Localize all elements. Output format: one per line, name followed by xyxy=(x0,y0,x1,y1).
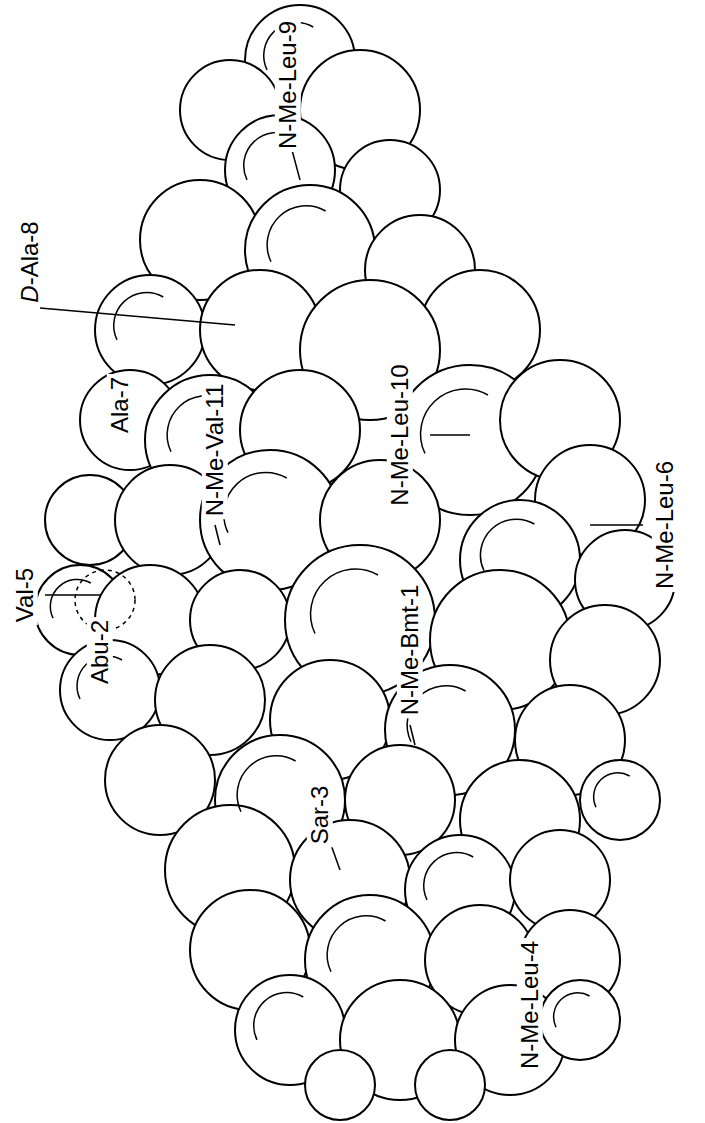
residue-label: N-Me-Val-11 xyxy=(202,381,228,519)
residue-label: N-Me-Leu-10 xyxy=(387,361,413,508)
sphere-contour xyxy=(327,916,385,972)
residue-label: N-Me-Leu-6 xyxy=(652,458,678,592)
leader-line xyxy=(410,725,415,745)
atom-sphere xyxy=(305,1050,375,1120)
leader-line xyxy=(292,150,300,180)
residue-label: Sar-3 xyxy=(307,783,333,848)
leader-line xyxy=(40,308,235,325)
leader-line xyxy=(45,594,100,596)
leader-line xyxy=(430,434,470,436)
sphere-contour xyxy=(480,519,534,571)
sphere-contour xyxy=(224,472,287,532)
residue-label: Val-5 xyxy=(12,565,38,625)
residue-label: Abu-2 xyxy=(87,617,113,687)
atom-sphere xyxy=(415,1050,485,1120)
atom-sphere xyxy=(95,275,205,385)
sphere-contour xyxy=(237,756,295,812)
leader-line xyxy=(590,524,643,526)
residue-label: Ala-7 xyxy=(107,374,133,436)
residue-label: N-Me-Leu-9 xyxy=(275,18,301,152)
sphere-contour xyxy=(594,773,630,807)
residue-label: N-Me-Leu-4 xyxy=(517,938,543,1072)
sphere-contour xyxy=(50,579,90,618)
residue-label: D-Ala-8 xyxy=(17,218,43,305)
atom-sphere xyxy=(540,980,620,1060)
sphere-contour xyxy=(254,993,303,1040)
leader-line xyxy=(215,525,220,545)
sphere-contour xyxy=(554,993,590,1027)
residue-label: N-Me-Bmt-1 xyxy=(397,582,423,719)
atom-sphere xyxy=(580,760,660,840)
sphere-contour xyxy=(424,853,473,900)
sphere-contour xyxy=(311,569,378,633)
sphere-contour xyxy=(267,206,325,262)
sphere-contour xyxy=(421,389,488,453)
